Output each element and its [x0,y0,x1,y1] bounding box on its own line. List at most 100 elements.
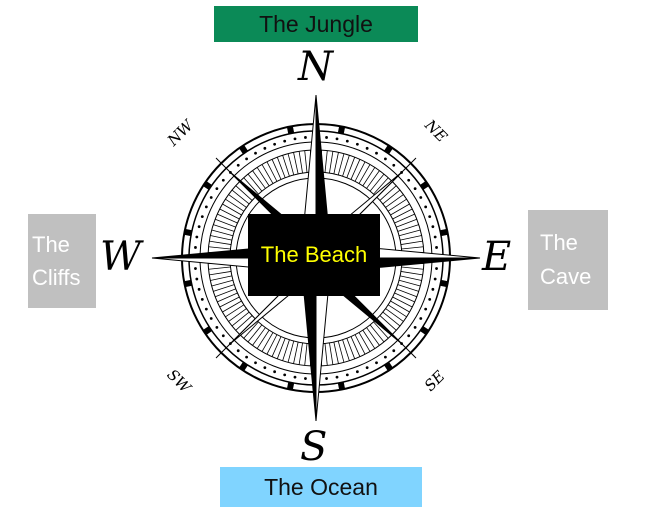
compass-dot [263,366,267,370]
compass-tick [387,304,407,318]
compass-dot [215,326,219,329]
compass-dot [325,377,328,380]
compass-ring-block [202,326,213,335]
compass-tick [208,266,231,270]
compass-tick [400,240,423,245]
compass-label-w: W [100,234,142,280]
compass-tick [358,164,371,184]
compass-ticks [183,125,449,391]
compass-tick [400,235,422,241]
compass-dot [236,349,240,353]
location-north-button[interactable]: The Jungle [214,6,418,42]
compass-tick [256,167,270,187]
compass-tick [298,151,303,174]
compass-tick [282,155,290,177]
compass-dot [407,178,411,182]
compass-dot [428,215,432,219]
compass-dot [392,349,396,353]
compass-dot [431,225,435,229]
compass-tick [350,336,361,357]
compass-tick [271,336,282,357]
compass-tick [219,296,240,308]
compass-dot [215,187,219,190]
compass-ring-block [419,181,430,190]
compass-tick [398,229,421,237]
compass-tick [394,292,415,303]
compass-tick [235,315,253,331]
compass-label-s: S [300,424,328,470]
location-west-button[interactable]: The Cliffs [28,214,96,308]
compass-tick [215,288,236,298]
compass-tick [282,339,290,361]
compass-tick [231,189,250,205]
compass-ring-block [239,144,248,155]
compass-tick [382,189,401,205]
compass-tick [225,198,245,212]
compass-dot [283,373,287,377]
compass-dot [407,334,411,338]
compass-dot [236,163,240,167]
compass-tick [266,161,278,182]
compass-tick [287,340,295,363]
compass-tick [293,152,299,174]
compass-dot [355,142,359,146]
compass-ring-block [239,361,248,372]
compass-tick [385,194,404,208]
compass-tick [304,343,308,366]
compass-tick [329,151,334,174]
compass-dot [209,196,213,199]
current-location-label: The Beach [260,242,368,267]
compass-tick [217,292,238,303]
compass-dot [424,307,428,311]
compass-dot [209,317,213,320]
location-east-label: The Cave [540,230,592,289]
compass-tick [369,173,385,192]
compass-tick [213,224,235,232]
compass-tick [346,157,356,178]
compass-dot [428,297,432,301]
compass-tick [369,324,385,343]
compass-tick [396,288,417,298]
compass-tick [222,300,242,313]
compass-tick [342,339,350,361]
compass-tick [256,329,270,349]
compass-tick [379,315,397,331]
location-south-button[interactable]: The Ocean [220,467,422,507]
compass-dot [392,163,396,167]
compass-tick [261,164,274,184]
compass-dot [435,267,438,270]
compass-dot [345,139,349,143]
compass-tick [324,150,328,173]
compass-tick [329,342,334,365]
compass-dot [221,334,225,338]
compass-label-e: E [482,234,512,280]
compass-dot [273,142,277,146]
compass-tick [247,324,263,343]
location-north-label: The Jungle [259,10,373,37]
compass-tick [362,167,376,187]
compass-tick [346,338,356,359]
compass-tick [390,300,410,313]
compass-tick [276,338,286,359]
compass-tick [213,284,235,292]
compass-tick [271,159,282,180]
location-east-button[interactable]: The Cave [528,210,608,310]
compass-tick [252,327,266,346]
compass-tick [252,170,266,189]
compass-ring-block [183,279,193,288]
compass-tick [358,332,371,352]
compass-tick [354,161,366,182]
compass-dot [375,151,378,155]
compass-tick [217,213,238,224]
compass-tick [342,155,350,177]
compass-ring-block [439,228,449,237]
current-location: The Beach [248,214,380,296]
compass-tick [211,229,234,237]
compass-tick [298,342,303,365]
compass-tick [390,203,410,216]
compass-dot [375,361,378,365]
compass-ring-block [286,125,295,135]
compass-dot [283,139,287,143]
compass-dot [424,205,428,209]
compass-dot [304,377,307,380]
